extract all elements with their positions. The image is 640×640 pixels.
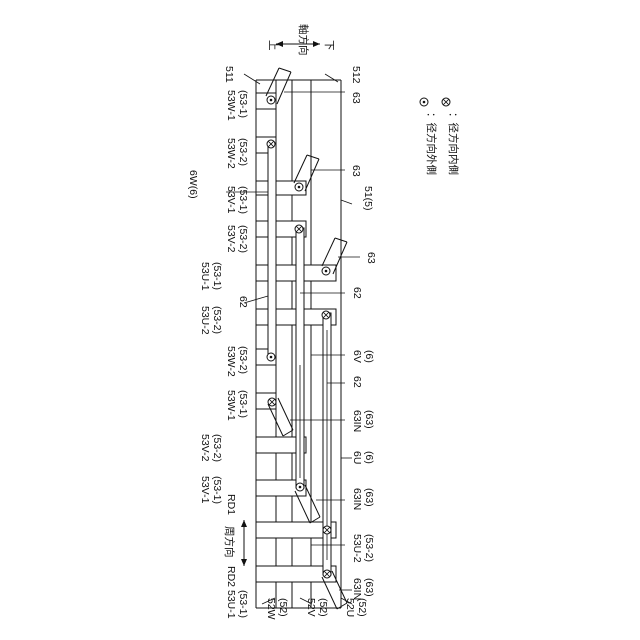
coil-6w-body: [268, 143, 276, 358]
cross-marker-icon: [323, 526, 331, 534]
label-63-a: 63: [350, 92, 362, 104]
circumferential-direction-label: 周方向: [223, 526, 236, 558]
dot-marker-icon: [267, 96, 275, 104]
label-511: 511: [223, 66, 235, 83]
label-52w-sub: (52): [277, 598, 289, 617]
core-51-label: 51(5): [362, 186, 374, 211]
slot-v2-b-label: 53V-2: [199, 434, 211, 462]
legend: ：径方向外側 ：径方向内側: [420, 98, 460, 175]
cross-marker-icon: [442, 98, 450, 106]
label-62-c: 62: [351, 376, 363, 388]
coil-bodies: [268, 143, 331, 575]
coil-6u-sub: (6): [363, 451, 375, 464]
slot-u1-b-sub: (53-1): [237, 590, 249, 618]
cross-marker-icon: [268, 398, 276, 406]
slot-v1-b-label: 53V-1: [199, 476, 211, 504]
slot-v2-a-sub: (53-2): [237, 225, 249, 253]
label-52v-sub: (52): [317, 598, 329, 617]
slot-w1-b-label: 53W-1: [225, 390, 237, 421]
cross-marker-icon: [267, 140, 275, 148]
slot-v1-b-sub: (53-1): [211, 476, 223, 504]
dot-marker-icon: [322, 267, 330, 275]
inner-crossover-c-label: 63IN: [351, 578, 363, 600]
up-label: 上: [267, 40, 279, 51]
slot-w2-b-sub: (53-2): [237, 346, 249, 374]
slot-v2-b-sub: (53-2): [211, 434, 223, 462]
coil-6v-label: 6V: [351, 350, 363, 363]
label-63-c: 63: [365, 252, 377, 264]
inner-crossover-c-sub: (63): [363, 578, 375, 597]
dot-marker-icon: [267, 353, 275, 361]
slot-w2-a-sub: (53-2): [237, 138, 249, 166]
inner-crossover-b-label: 63IN: [351, 488, 363, 510]
slot-u2-b-label: 53U-2: [351, 534, 363, 563]
slot-u2-a-label: 53U-2: [199, 306, 211, 335]
slot-u1-a-sub: (53-1): [211, 262, 223, 290]
coil-6w-label: 6W(6): [187, 170, 199, 199]
slot-v2-a-label: 53V-2: [225, 225, 237, 253]
cross-marker-icon: [322, 311, 330, 319]
slot-u1-b-label: 53U-1: [225, 590, 237, 619]
slot-v1-a-label: 53V-1: [225, 186, 237, 214]
label-62-b: 62: [351, 287, 363, 299]
cross-marker-icon: [295, 225, 303, 233]
slot-u2-b-sub: (53-2): [363, 534, 375, 562]
slot-u1-a-label: 53U-1: [199, 262, 211, 291]
label-52u-sub: (52): [356, 598, 368, 617]
dot-marker-icon: [295, 183, 303, 191]
circumferential-direction-arrow: [241, 520, 247, 566]
label-52u: 52U: [344, 598, 356, 617]
axial-direction-label: 軸方向: [297, 24, 310, 56]
inner-crossover-a-label: 63IN: [351, 410, 363, 432]
label-52w: 52W: [265, 598, 277, 620]
cross-marker-icon: [323, 570, 331, 578]
coil-6v-sub: (6): [363, 350, 375, 363]
coil-6u-label: 6U: [351, 451, 363, 464]
inner-crossover-a-sub: (63): [363, 410, 375, 429]
rd2-label: RD2: [225, 566, 237, 587]
down-label: 下: [323, 40, 335, 51]
label-52v: 52V: [305, 598, 317, 617]
rd1-label: RD1: [225, 494, 237, 515]
legend-outer-label: ：径方向外側: [425, 112, 438, 175]
slot-w2-b-label: 53W-2: [225, 346, 237, 377]
label-512: 512: [350, 66, 362, 84]
slot-w1-b-sub: (53-1): [237, 390, 249, 418]
slot-w2-a-label: 53W-2: [225, 138, 237, 169]
label-63-b: 63: [350, 165, 362, 177]
inner-crossover-b-sub: (63): [363, 488, 375, 507]
slot-u2-a-sub: (53-2): [211, 306, 223, 334]
slot-w1-a-label: 53W-1: [225, 90, 237, 121]
slot-w1-a-sub: (53-1): [237, 90, 249, 118]
slot-v1-a-sub: (53-1): [237, 186, 249, 214]
dot-marker-icon: [420, 98, 428, 106]
legend-inner-label: ：径方向内側: [447, 112, 460, 175]
dot-marker-icon: [296, 483, 304, 491]
label-62-a: 62: [237, 296, 249, 308]
